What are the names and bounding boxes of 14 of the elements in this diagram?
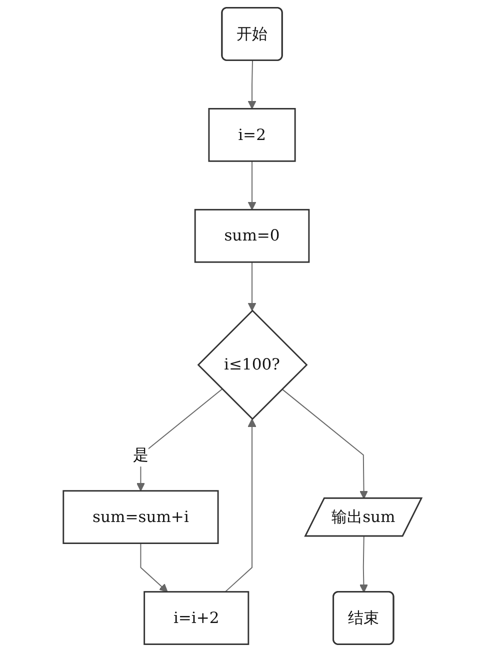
arrow (140, 542, 168, 592)
arrow (359, 536, 368, 593)
arrow (247, 262, 256, 312)
node-box: sum=0 (194, 208, 310, 263)
node-box: sum=sum+i (62, 490, 218, 544)
arrow (136, 388, 222, 492)
arrow (247, 160, 256, 210)
arrow (281, 388, 368, 499)
arrow (224, 418, 256, 592)
node-diamond: i≤100? (196, 310, 308, 420)
node-box: i=2 (208, 108, 296, 162)
edge-label: 是 (132, 445, 148, 464)
node-box: i=i+2 (143, 591, 249, 645)
arrow (247, 60, 256, 110)
